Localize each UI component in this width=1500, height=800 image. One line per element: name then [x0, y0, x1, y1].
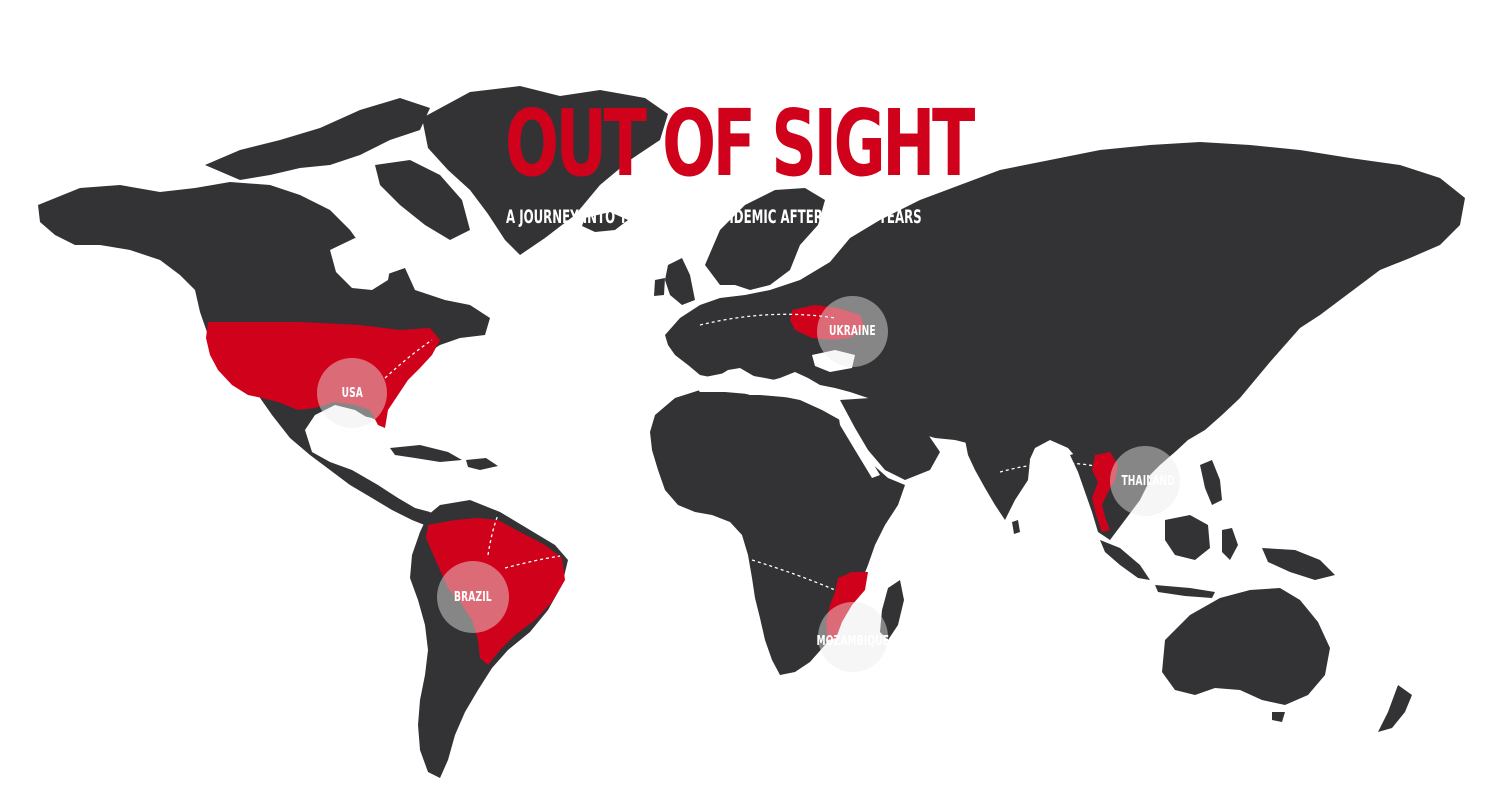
land-india: [965, 438, 1030, 520]
land-arctic-islands: [205, 98, 430, 180]
land-new-zealand: [1378, 685, 1412, 732]
country-pin-ukraine[interactable]: UKRAINE: [817, 296, 888, 367]
route-brazil-1: [487, 514, 499, 556]
land-scandinavia: [705, 188, 825, 290]
land-ireland: [654, 278, 665, 296]
highlight-brazil[interactable]: [426, 518, 565, 665]
land-new-guinea: [1262, 548, 1335, 580]
highlight-mozambique[interactable]: [826, 572, 868, 640]
country-pin-brazil[interactable]: BRAZIL: [437, 561, 509, 633]
route-usa: [384, 339, 433, 379]
route-mozambique: [751, 559, 836, 591]
pin-label-thailand: THAILAND: [1121, 473, 1175, 489]
water-hudson-bay: [330, 238, 392, 290]
land-greenland: [422, 86, 668, 255]
land-baffin: [375, 160, 470, 240]
land-hispaniola: [466, 458, 498, 470]
connection-routes: [384, 313, 1096, 591]
page-subtitle: A JOURNEY INTO THE HIV/AIDS EPIDEMIC AFT…: [506, 206, 922, 228]
land-eurasia: [665, 142, 1465, 510]
land-java: [1155, 585, 1215, 598]
pin-label-mozambique: MOZAMBIQUE: [816, 633, 890, 649]
land-japan: [1238, 320, 1275, 385]
country-pin-mozambique[interactable]: MOZAMBIQUE: [816, 602, 890, 672]
water-black-sea: [812, 350, 855, 372]
country-pin-usa[interactable]: USA: [317, 358, 387, 428]
land-sulawesi: [1222, 528, 1238, 560]
water-mediterranean: [690, 372, 815, 398]
country-pin-thailand[interactable]: THAILAND: [1110, 446, 1180, 516]
land-arabia: [840, 398, 940, 480]
land-philippines: [1200, 460, 1222, 505]
pin-label-ukraine: UKRAINE: [829, 324, 876, 339]
land-australia: [1162, 588, 1330, 705]
land-britain: [665, 258, 695, 305]
page-title: OUT OF SIGHT: [505, 90, 975, 197]
water-red-sea: [838, 412, 880, 478]
highlight-ukraine[interactable]: [790, 305, 865, 340]
highlight-usa[interactable]: [206, 322, 440, 428]
land-iceland: [582, 212, 628, 232]
land-se-asia: [1070, 448, 1150, 540]
water-gulf-of-mexico: [318, 412, 385, 455]
land-srilanka: [1012, 520, 1020, 534]
highlight-thailand[interactable]: [1092, 452, 1118, 532]
land-tasmania: [1272, 712, 1285, 722]
pin-label-brazil: BRAZIL: [454, 589, 492, 605]
land-borneo: [1165, 515, 1210, 560]
land-sumatra: [1100, 540, 1150, 580]
land-madagascar: [880, 580, 904, 640]
route-ukraine: [699, 313, 836, 326]
route-thailand: [999, 462, 1096, 473]
highlighted-countries: [206, 305, 1118, 665]
water-features: [318, 238, 880, 478]
land-cuba: [390, 445, 462, 462]
pin-label-usa: USA: [341, 385, 363, 401]
